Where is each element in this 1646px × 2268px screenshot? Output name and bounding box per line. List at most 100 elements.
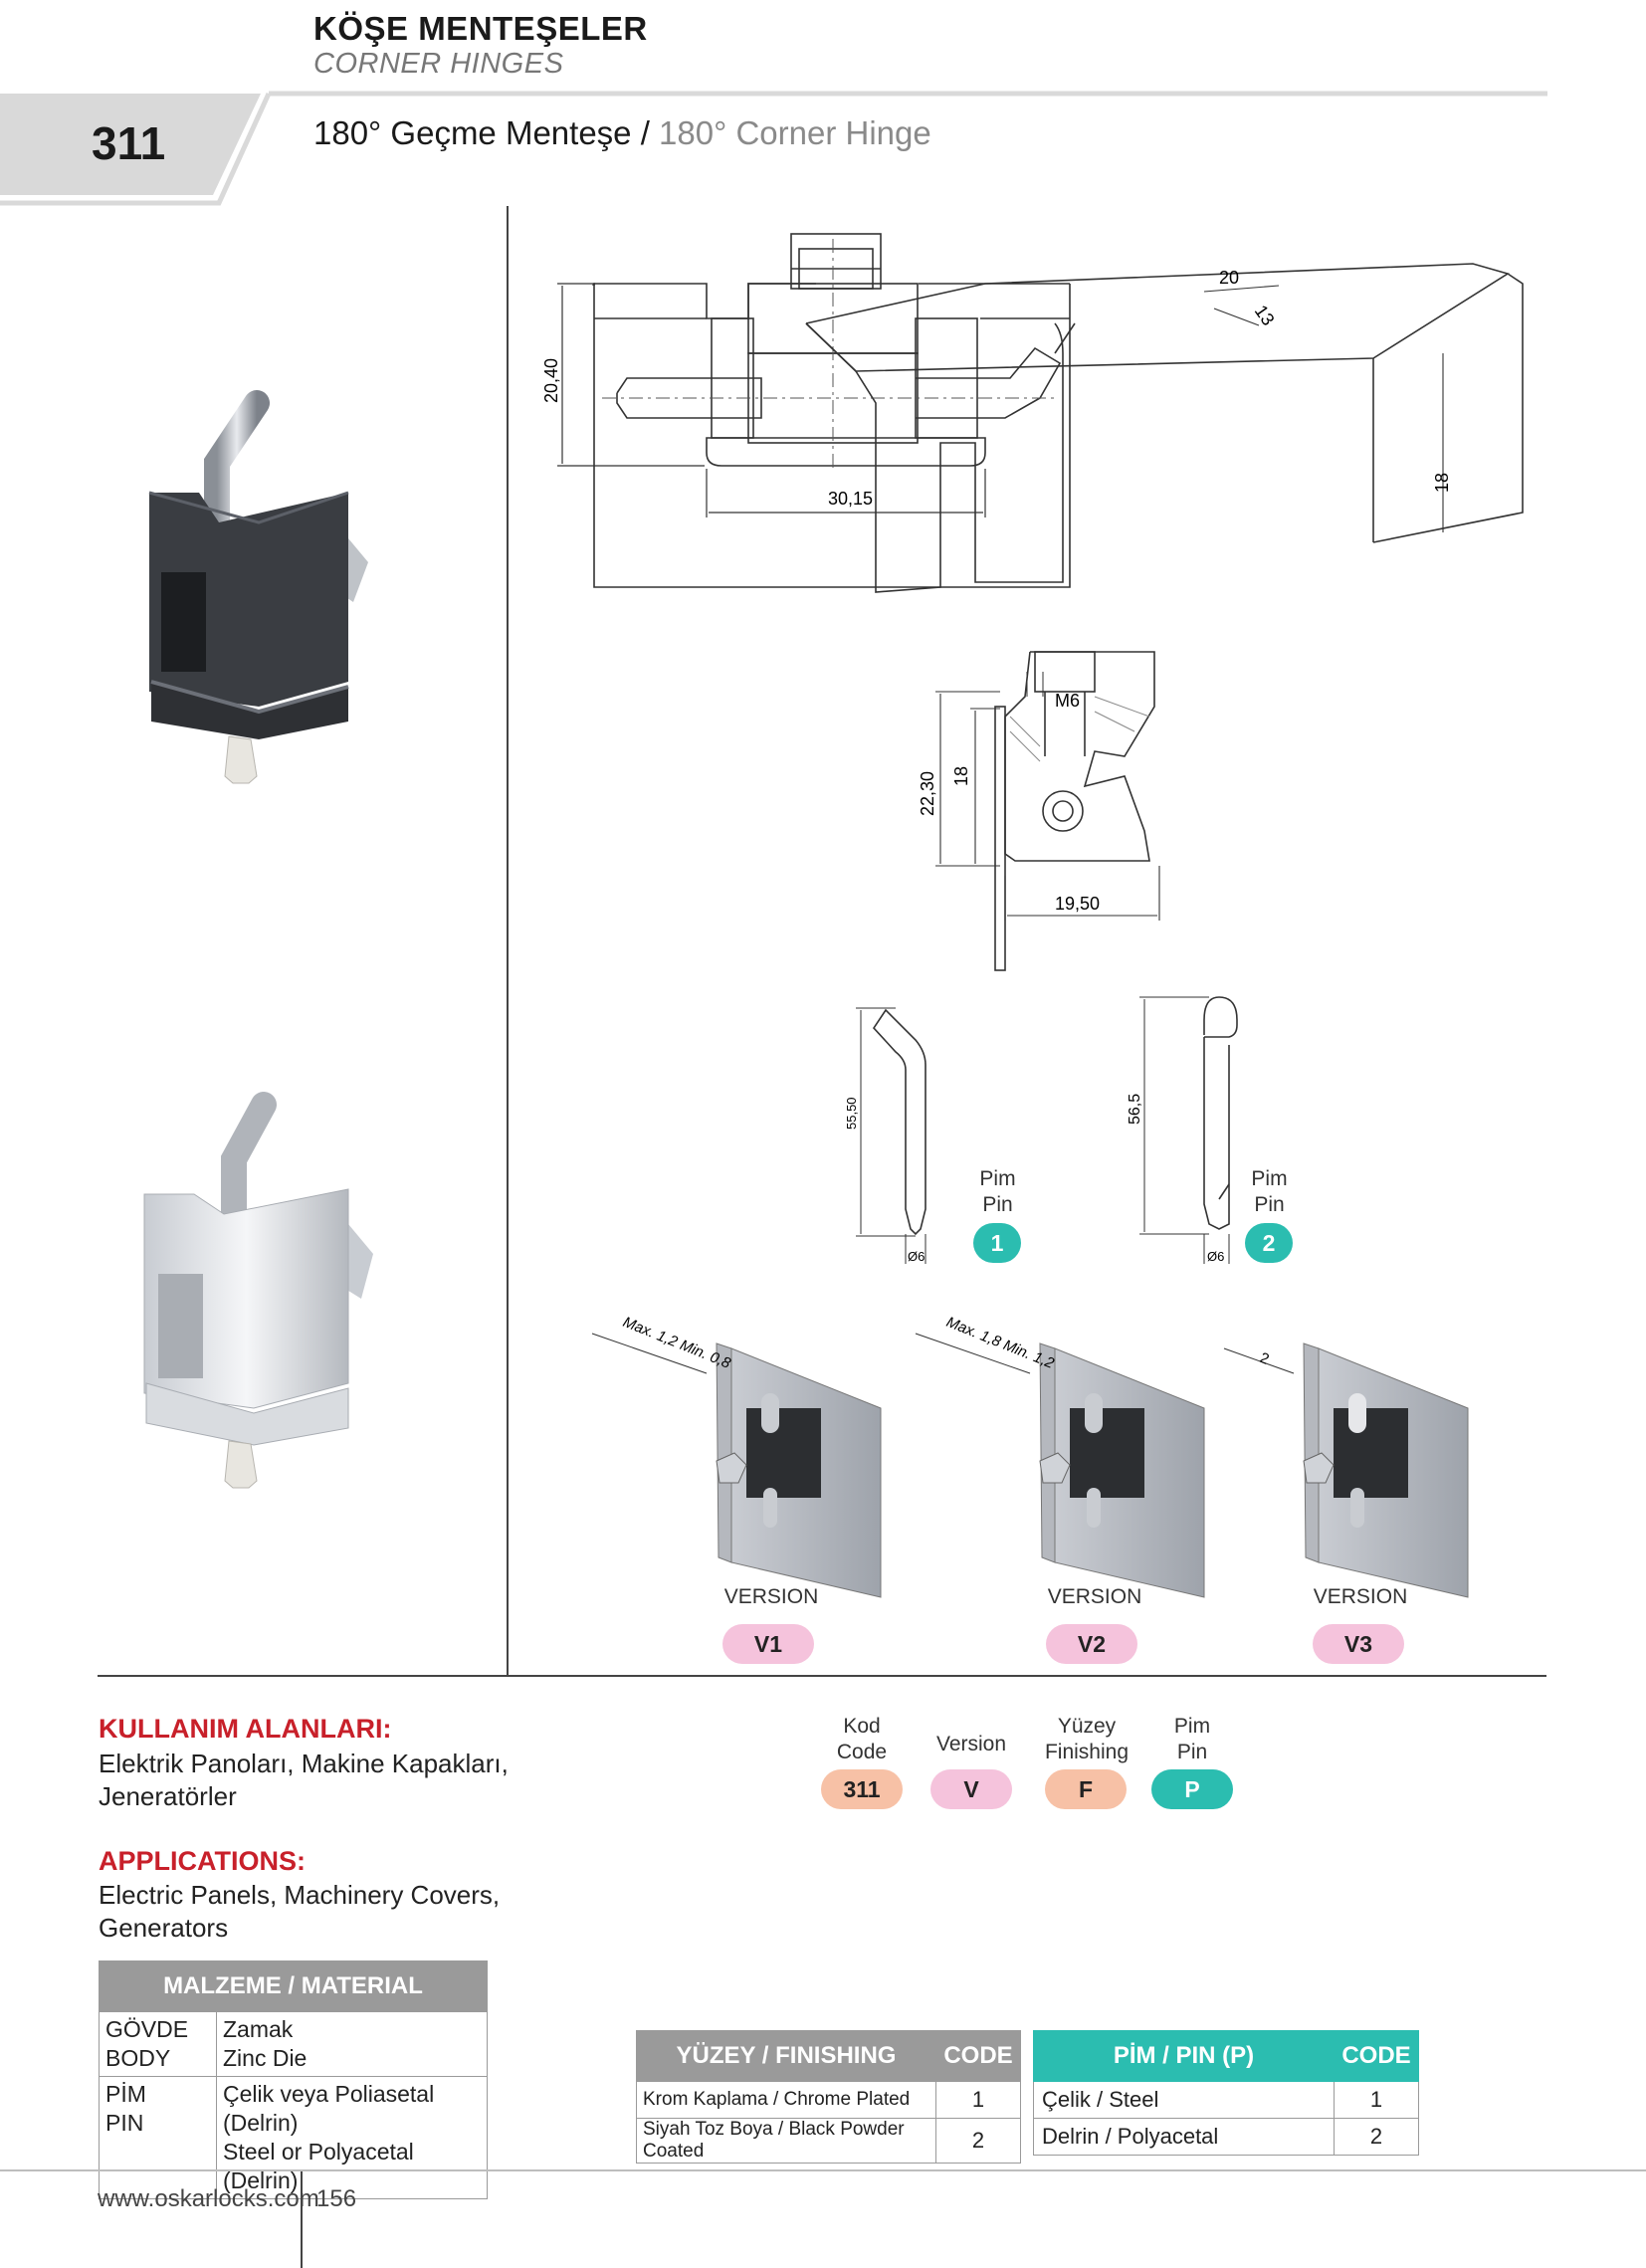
dim-section-inner: 18 <box>951 766 971 786</box>
material-key: PİM PIN <box>99 2076 217 2199</box>
finishing-table: YÜZEY / FINISHING CODE Krom Kaplama / Ch… <box>636 2030 1021 2164</box>
material-key-tr: GÖVDE <box>105 2016 189 2042</box>
usage-heading-en: APPLICATIONS: <box>99 1846 306 1876</box>
dim-section-width: 19,50 <box>1055 894 1100 914</box>
material-value-en: Steel or Polyacetal (Delrin) <box>223 2139 414 2193</box>
section-drawing: M6 22,30 18 19,50 <box>918 651 1160 971</box>
material-key-en: BODY <box>105 2045 171 2071</box>
dim-section-height: 22,30 <box>918 771 937 816</box>
technical-drawings: 20,40 30,15 20 13 18 <box>541 233 1524 593</box>
section-title: KÖŞE MENTEŞELER <box>313 10 648 47</box>
version2-label: VERSION <box>1047 1585 1142 1608</box>
pin-code-header: CODE <box>1334 2030 1419 2082</box>
finishing-code: 1 <box>935 2081 1021 2119</box>
material-value-tr: Zamak <box>223 2016 294 2042</box>
finishing-name: Krom Kaplama / Chrome Plated <box>636 2081 936 2119</box>
pin-header: PİM / PIN (P) <box>1033 2030 1335 2082</box>
pin1-badge: 1 <box>973 1223 1021 1263</box>
order-kod-label-en: Code <box>836 1741 888 1763</box>
pin1-label: Pim Pin <box>965 1166 1030 1218</box>
pin-code: 2 <box>1334 2118 1419 2156</box>
footer-rule <box>0 2169 1646 2171</box>
product-code: 311 <box>92 117 166 169</box>
order-yuzey-label: Yüzey Finishing <box>1037 1714 1136 1765</box>
pin2-label: Pim Pin <box>1237 1166 1302 1218</box>
dim-cutout-depth: 13 <box>1251 302 1279 329</box>
usage-text-en-line1: Electric Panels, Machinery Covers, <box>99 1880 501 1910</box>
material-key-tr: PİM <box>105 2081 146 2107</box>
pin2-drawing: 56,5 Ø6 <box>1127 996 1238 1264</box>
order-yuzey-value: F <box>1045 1769 1127 1809</box>
table-row: Siyah Toz Boya / Black Powder Coated 2 <box>636 2118 1021 2164</box>
product-title-en: 180° Corner Hinge <box>659 114 931 151</box>
hinge-photo-chrome <box>143 1092 373 1489</box>
material-value-en: Zinc Die <box>223 2045 308 2071</box>
material-header: MALZEME / MATERIAL <box>99 1960 488 2012</box>
dim-height-label: 20,40 <box>541 358 561 403</box>
version-illustrations: Max. 1,2 Min. 0,8 Max. 1,8 Min. 1,2 2 <box>591 1314 1469 1598</box>
pin2-label-tr: Pim <box>1251 1167 1288 1190</box>
section-divider <box>98 1675 1546 1677</box>
order-pim-label-tr: Pim <box>1173 1715 1211 1738</box>
section-subtitle: CORNER HINGES <box>313 48 564 80</box>
version3-label: VERSION <box>1313 1585 1408 1608</box>
finishing-name: Siyah Toz Boya / Black Powder Coated <box>636 2118 936 2164</box>
order-pim-label-en: Pin <box>1176 1741 1208 1763</box>
table-row: Krom Kaplama / Chrome Plated 1 <box>636 2081 1021 2119</box>
order-pim-value: P <box>1151 1769 1233 1809</box>
pin-name: Çelik / Steel <box>1033 2081 1335 2119</box>
v3-note: 2 <box>1258 1349 1272 1368</box>
pin1-label-tr: Pim <box>979 1167 1016 1190</box>
pin2-diameter: Ø6 <box>1207 1249 1224 1264</box>
version2-badge: V2 <box>1046 1624 1137 1664</box>
order-version-value: V <box>930 1769 1012 1809</box>
order-kod-value: 311 <box>821 1769 903 1809</box>
pin-table: PİM / PIN (P) CODE Çelik / Steel 1 Delri… <box>1033 2030 1419 2156</box>
order-yuzey-label-en: Finishing <box>1044 1741 1130 1763</box>
column-divider <box>507 206 509 1675</box>
page-number: 156 <box>316 2185 357 2212</box>
pin-code: 1 <box>1334 2081 1419 2119</box>
pin-name: Delrin / Polyacetal <box>1033 2118 1335 2156</box>
footer-divider <box>301 2171 303 2268</box>
table-row: Delrin / Polyacetal 2 <box>1033 2118 1419 2156</box>
material-value-tr: Çelik veya Poliasetal (Delrin) <box>223 2081 435 2136</box>
material-key: GÖVDE BODY <box>99 2011 217 2077</box>
finishing-header: YÜZEY / FINISHING <box>636 2030 936 2082</box>
dim-cutout-width: 20 <box>1219 268 1239 288</box>
pin2-badge: 2 <box>1245 1223 1293 1263</box>
order-yuzey-label-tr: Yüzey <box>1057 1715 1117 1738</box>
order-kod-label: Kod Code <box>822 1714 902 1765</box>
usage-heading-tr: KULLANIM ALANLARI: <box>99 1714 392 1744</box>
finishing-code-header: CODE <box>935 2030 1021 2082</box>
footer-website[interactable]: www.oskarlocks.com <box>98 2185 319 2212</box>
version1-label: VERSION <box>723 1585 819 1608</box>
pin2-height: 56,5 <box>1127 1094 1143 1125</box>
table-row: Çelik / Steel 1 <box>1033 2081 1419 2119</box>
pin1-height: 55,50 <box>844 1097 859 1130</box>
hinge-photo-black <box>148 390 368 784</box>
finishing-code: 2 <box>935 2118 1021 2164</box>
pin1-drawing: 55,50 Ø6 <box>844 1007 926 1264</box>
order-version-label: Version <box>935 1733 1007 1755</box>
usage-text-en: Electric Panels, Machinery Covers, Gener… <box>99 1879 500 1945</box>
usage-text-tr: Elektrik Panoları, Makine Kapakları, Jen… <box>99 1748 509 1813</box>
dim-thread: M6 <box>1055 691 1080 711</box>
product-title: 180° Geçme Menteşe / 180° Corner Hinge <box>313 114 931 152</box>
dim-width-label: 30,15 <box>828 489 873 509</box>
order-pim-label: Pim Pin <box>1152 1714 1232 1765</box>
pin2-label-en: Pin <box>1254 1193 1285 1216</box>
version1-badge: V1 <box>722 1624 814 1664</box>
pin1-diameter: Ø6 <box>908 1249 925 1264</box>
code-banner <box>0 91 1547 206</box>
table-row: PİM PIN Çelik veya Poliasetal (Delrin)Ste… <box>99 2076 488 2199</box>
pin1-label-en: Pin <box>982 1193 1013 1216</box>
material-value: Çelik veya Poliasetal (Delrin)Steel or P… <box>216 2076 488 2199</box>
product-title-sep: / <box>631 114 660 151</box>
product-title-tr: 180° Geçme Menteşe <box>313 114 632 151</box>
usage-text-tr-line1: Elektrik Panoları, Makine Kapakları, <box>99 1749 509 1778</box>
material-key-en: PIN <box>105 2110 144 2136</box>
